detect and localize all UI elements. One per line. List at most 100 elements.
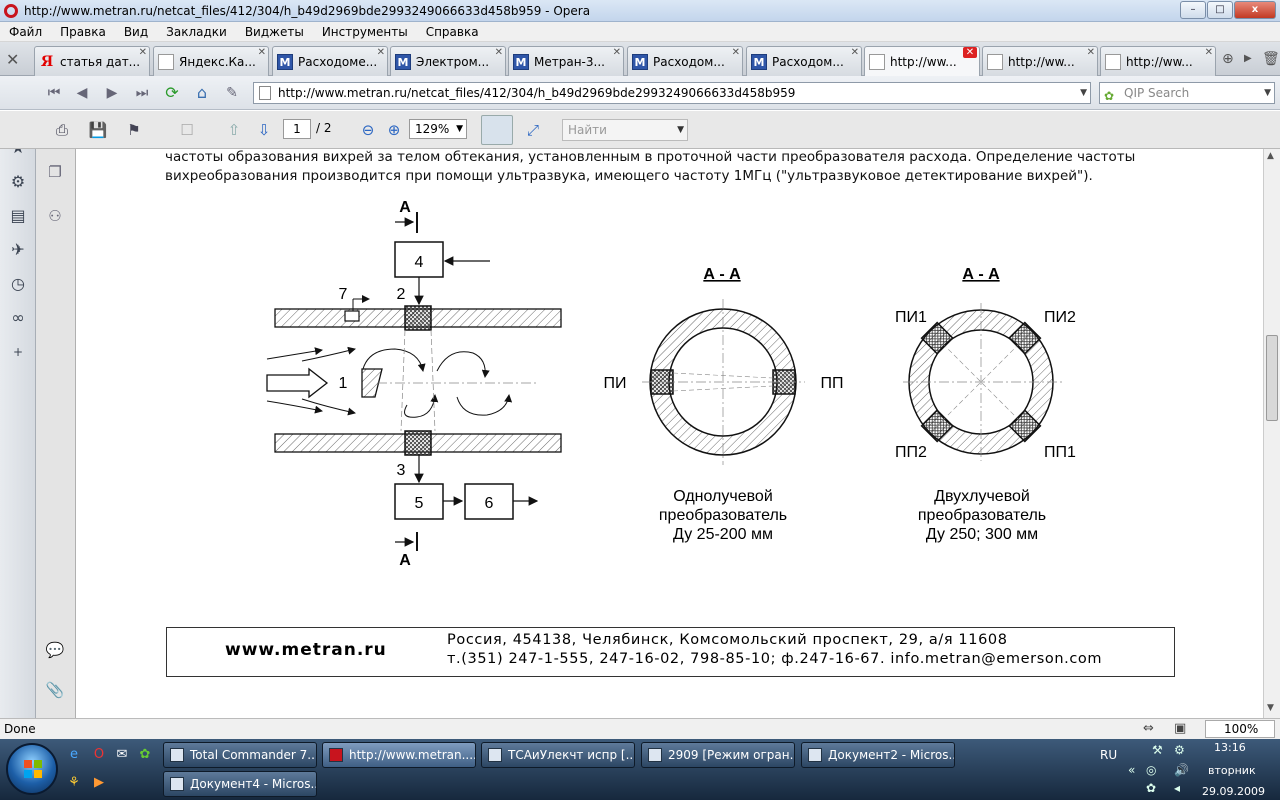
tray-antivirus-icon[interactable]: ⚙: [1174, 743, 1185, 757]
vertical-scrollbar[interactable]: ▲ ▼: [1263, 149, 1280, 718]
tab-8[interactable]: http://ww...✕: [864, 46, 980, 76]
close-button[interactable]: x: [1234, 1, 1276, 19]
tools-icon[interactable]: ✕: [6, 50, 20, 69]
qip-quicklaunch-icon[interactable]: ✿: [139, 747, 151, 762]
fit-width-button[interactable]: [481, 115, 513, 145]
ie-icon[interactable]: e: [70, 747, 78, 762]
trash-icon[interactable]: 🗑: [1262, 51, 1280, 67]
home-icon[interactable]: ⌂: [196, 83, 208, 102]
menu-widgets[interactable]: Виджеты: [244, 24, 304, 39]
chevron-down-icon[interactable]: ▼: [1080, 88, 1087, 98]
scroll-thumb[interactable]: [1266, 335, 1278, 421]
user-icon[interactable]: ⚘: [68, 775, 80, 790]
links-icon[interactable]: ∞: [11, 308, 25, 327]
search-input[interactable]: ✿ QIP Search ▼: [1099, 82, 1275, 104]
menu-view[interactable]: Вид: [123, 24, 149, 39]
transfers-icon[interactable]: ✈: [11, 240, 25, 259]
tray-disc-icon[interactable]: ◎: [1146, 763, 1157, 777]
address-input[interactable]: http://www.metran.ru/netcat_files/412/30…: [253, 82, 1091, 104]
menu-bookmarks[interactable]: Закладки: [166, 24, 227, 39]
reload-icon[interactable]: ⟳: [165, 83, 179, 102]
gear-icon[interactable]: ⚙: [10, 172, 26, 191]
tab-2[interactable]: Яндекс.Ка...✕: [153, 46, 269, 76]
maximize-button[interactable]: □: [1207, 1, 1233, 19]
scroll-up-icon[interactable]: ▲: [1267, 151, 1274, 161]
rewind-icon[interactable]: ⏮: [47, 85, 61, 101]
close-tab-icon[interactable]: ✕: [257, 47, 266, 58]
fast-forward-icon[interactable]: ⏭: [135, 85, 149, 101]
chevron-down-icon[interactable]: ▼: [1264, 88, 1271, 98]
pages-icon[interactable]: ❐: [48, 163, 62, 181]
tray-network-icon[interactable]: ⚒: [1152, 743, 1163, 757]
prev-page-icon[interactable]: ⇧: [227, 121, 241, 139]
close-tab-icon[interactable]: ✕: [612, 47, 621, 58]
start-button[interactable]: [6, 743, 58, 795]
status-zoom[interactable]: 100%: [1205, 720, 1275, 738]
zoom-select[interactable]: 129% ▼: [409, 119, 467, 139]
tab-scroll-icon[interactable]: ▶: [1244, 53, 1252, 64]
menu-tools[interactable]: Инструменты: [321, 24, 408, 39]
label-1: 1: [339, 375, 348, 392]
chevron-down-icon[interactable]: ▼: [677, 125, 684, 135]
tab-9[interactable]: http://ww...✕: [982, 46, 1098, 76]
back-icon[interactable]: ◀: [76, 85, 88, 101]
new-tab-icon[interactable]: ⊕: [1222, 51, 1234, 67]
chevron-down-icon[interactable]: ▼: [456, 124, 463, 134]
close-tab-icon[interactable]: ✕: [1204, 47, 1213, 58]
close-tab-icon[interactable]: ✕: [731, 47, 740, 58]
tray-speaker-icon[interactable]: ◂: [1174, 781, 1181, 795]
tray-chevron-icon[interactable]: «: [1128, 763, 1136, 777]
comment-icon[interactable]: 💬: [45, 641, 65, 659]
zoom-in-icon[interactable]: ⊕: [387, 121, 401, 139]
menu-help[interactable]: Справка: [425, 24, 479, 39]
close-tab-icon[interactable]: ✕: [1086, 47, 1095, 58]
close-tab-icon[interactable]: ✕: [494, 47, 503, 58]
forward-icon[interactable]: ▶: [106, 85, 118, 101]
close-tab-icon[interactable]: ✕: [850, 47, 859, 58]
taskbar-word-2[interactable]: 2909 [Режим огран...: [641, 742, 795, 768]
history-clock-icon[interactable]: ◷: [11, 274, 25, 293]
add-panel-icon[interactable]: +: [12, 345, 24, 359]
tray-volume-icon[interactable]: 🔊: [1174, 763, 1189, 777]
taskbar-word-3[interactable]: Документ2 - Micros...: [801, 742, 955, 768]
fit-page-icon[interactable]: ⤢: [526, 121, 539, 139]
taskbar-word-4[interactable]: Документ4 - Micros...: [163, 771, 317, 797]
section-marker-top: А: [395, 199, 418, 233]
taskbar-word-1[interactable]: ТСАиУлекчт испр [...: [481, 742, 635, 768]
find-input[interactable]: Найти ▼: [562, 119, 688, 141]
clock-time[interactable]: 13:16: [1214, 741, 1246, 754]
close-tab-icon[interactable]: ✕: [376, 47, 385, 58]
close-tab-icon[interactable]: ✕: [138, 47, 147, 58]
menu-edit[interactable]: Правка: [60, 24, 106, 39]
minimize-button[interactable]: –: [1180, 1, 1206, 19]
wand-icon[interactable]: ✎: [226, 85, 238, 101]
taskbar-opera[interactable]: http://www.metran....: [322, 742, 476, 768]
binoculars-icon[interactable]: ⚇: [48, 207, 62, 225]
close-tab-icon[interactable]: ✕: [963, 47, 977, 58]
comments-icon[interactable]: ☐: [180, 121, 194, 139]
mail-icon[interactable]: ✉: [116, 747, 128, 762]
status-icons[interactable]: ⇔ ▣ ◧: [1143, 721, 1227, 736]
attachment-icon[interactable]: 📎: [45, 681, 65, 699]
scroll-down-icon[interactable]: ▼: [1267, 703, 1274, 713]
language-indicator[interactable]: RU: [1100, 748, 1118, 762]
opera-quicklaunch-icon[interactable]: O: [93, 747, 105, 762]
widgets-icon[interactable]: ▤: [10, 206, 26, 225]
save-icon[interactable]: 💾: [88, 121, 108, 139]
tab-10[interactable]: http://ww...✕: [1100, 46, 1216, 76]
media-icon[interactable]: ▶: [94, 775, 104, 790]
print-icon[interactable]: ⎙: [55, 121, 68, 139]
menu-file[interactable]: Файл: [9, 24, 43, 39]
page-number-input[interactable]: 1: [283, 119, 311, 139]
taskbar-total-commander[interactable]: Total Commander 7....: [163, 742, 317, 768]
share-icon[interactable]: ⚑: [127, 121, 141, 139]
tray-qip-icon[interactable]: ✿: [1146, 781, 1157, 795]
next-page-icon[interactable]: ⇩: [257, 121, 271, 139]
zoom-out-icon[interactable]: ⊖: [361, 121, 375, 139]
